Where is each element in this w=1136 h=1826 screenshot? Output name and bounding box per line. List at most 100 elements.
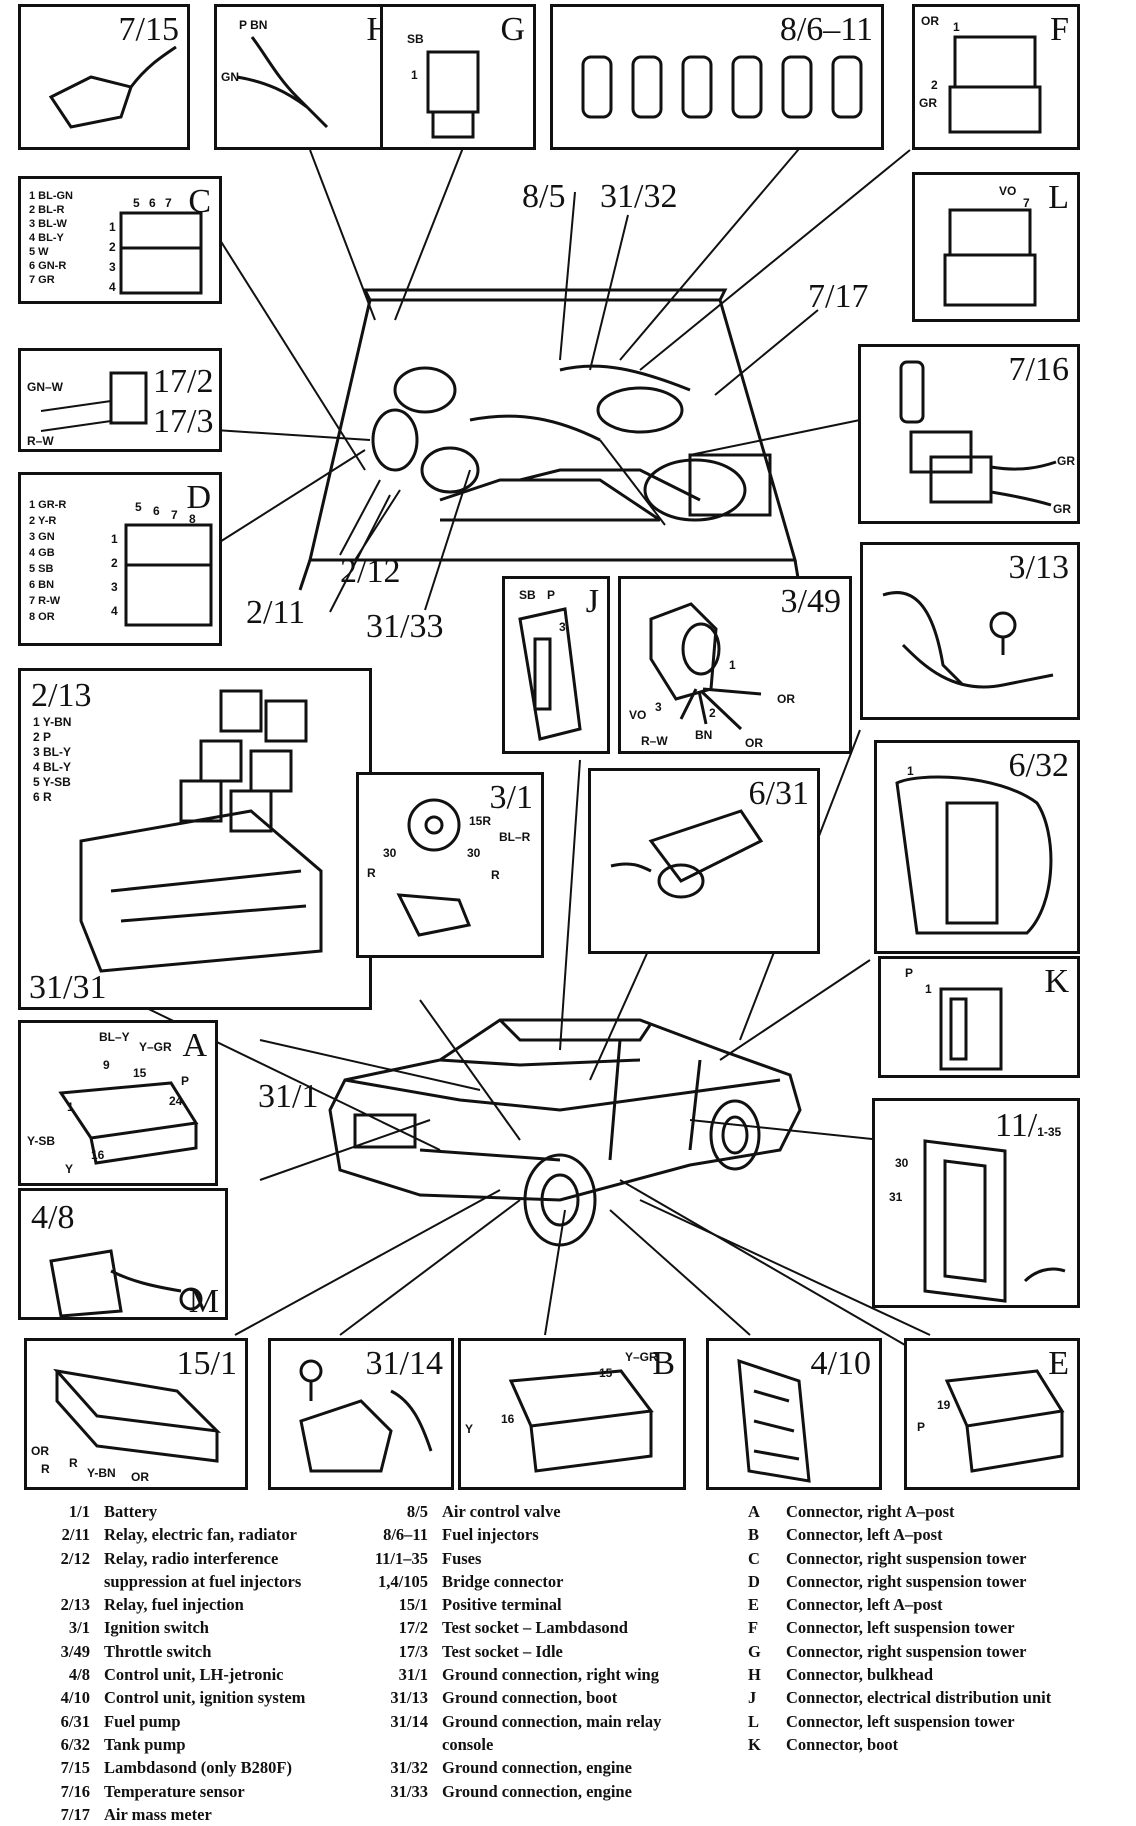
pin-label: 2 [109,240,116,254]
wire-label: R [367,866,376,880]
wire-label: 15 [133,1066,147,1080]
plug-icon [236,36,329,129]
panel-connector-a: A BL–Y Y–GR 9 15 P 24 1 Y-SB 16 Y [18,1020,218,1186]
wire-entry: 6 BN [29,579,55,591]
pin-label: 5 [133,196,140,210]
lambda-sensor-icon [48,45,177,129]
panel-label: 17/3 [153,403,214,440]
wire-label: Y–GR [139,1040,172,1054]
panel-7-16: 7/16 GR GR [858,344,1080,524]
wire-entry: 2 Y-R [29,515,57,527]
panel-connector-j: J SB P 3 [502,576,610,754]
panel-label: 7/15 [118,11,179,48]
ignition-control-unit-icon [737,1358,811,1483]
connector-icon [426,50,480,139]
panel-test-sockets: 17/2 17/3 GN–W R–W [18,348,222,452]
pin-label: 4 [109,280,116,294]
wire-label: 16 [501,1412,515,1426]
pin-label: 8 [189,512,196,526]
panel-label: 8/6–11 [779,11,873,48]
wire-label: OR [921,14,939,28]
wire-label: 19 [937,1398,951,1412]
wire-entry: 7 R-W [29,595,61,607]
wire-label: 1 [953,20,960,34]
pin-label: 7 [171,508,178,522]
panel-label: K [1044,963,1069,1000]
wire-label: 30 [467,846,481,860]
panel-3-13: 3/13 [860,542,1080,720]
wire-label: 9 [103,1058,110,1072]
car-drawing [328,1018,802,1247]
connector-icon [944,1369,1065,1473]
panel-15-1: 15/1 OR R R Y-BN OR [24,1338,248,1490]
panel-label: 7/16 [1008,351,1069,388]
callout-2-11: 2/11 [246,594,306,631]
panel-connector-d: D 1 GR-R 2 Y-R 3 GN 4 GB 5 SB 6 BN 7 R-W… [18,472,222,646]
connector-icon [58,1081,199,1165]
panel-label: 3/1 [489,779,533,816]
panel-label: L [1048,179,1069,216]
wire-label: 2 [931,78,938,92]
panel-label: 6/31 [748,775,809,812]
ignition-switch-icon [396,798,472,937]
panel-label: B [652,1345,675,1382]
wire-entry: 2 P [33,730,52,744]
wire-label: SB [407,32,424,46]
wire-entry: 3 GN [29,531,55,543]
panel-label: 3/13 [1008,549,1069,586]
ground-main-relay-icon [299,1359,433,1473]
wire-label: BL–Y [99,1030,130,1044]
wire-entry: 4 GB [29,547,55,559]
wire-label: 3 [559,620,566,634]
fuel-injectors-icon [581,55,863,119]
wire-label: GR [1053,502,1071,516]
panel-31-14: 31/14 [268,1338,454,1490]
wire-label: R–W [641,734,668,748]
ground-connection-boot-icon [882,591,1054,689]
connector-icon [124,523,213,627]
distribution-unit-icon [518,607,582,741]
panel-connector-f: F OR 1 2 GR [912,4,1080,150]
panel-connector-b: B Y–GR 15 16 Y [458,1338,686,1490]
wire-label: Y [65,1162,74,1176]
callout-2-12: 2/12 [340,553,401,590]
wire-label: 2 [709,706,716,720]
panel-label: 4/10 [810,1345,871,1382]
wire-label: BN [695,728,713,742]
panel-connector-l: L VO 7 [912,172,1080,322]
wire-label: Y [465,1422,474,1436]
legend-row: suppression at fuel injectors [104,1571,302,1591]
tank-pump-icon [895,775,1053,935]
panel-label: A [182,1027,207,1064]
pin-label: 6 [149,196,156,210]
wire-label: OR [131,1470,149,1484]
temperature-sensor-icon [899,360,1057,507]
positive-terminal-icon [53,1368,222,1463]
wire-list: 1 BL-GN 2 BL-R 3 BL-W 4 BL-Y 5 W 6 GN-R … [29,189,73,287]
pin-label: 3 [111,580,118,594]
connector-icon [943,208,1037,307]
wire-label: SB [519,588,536,602]
pin-label: 4 [111,604,118,618]
